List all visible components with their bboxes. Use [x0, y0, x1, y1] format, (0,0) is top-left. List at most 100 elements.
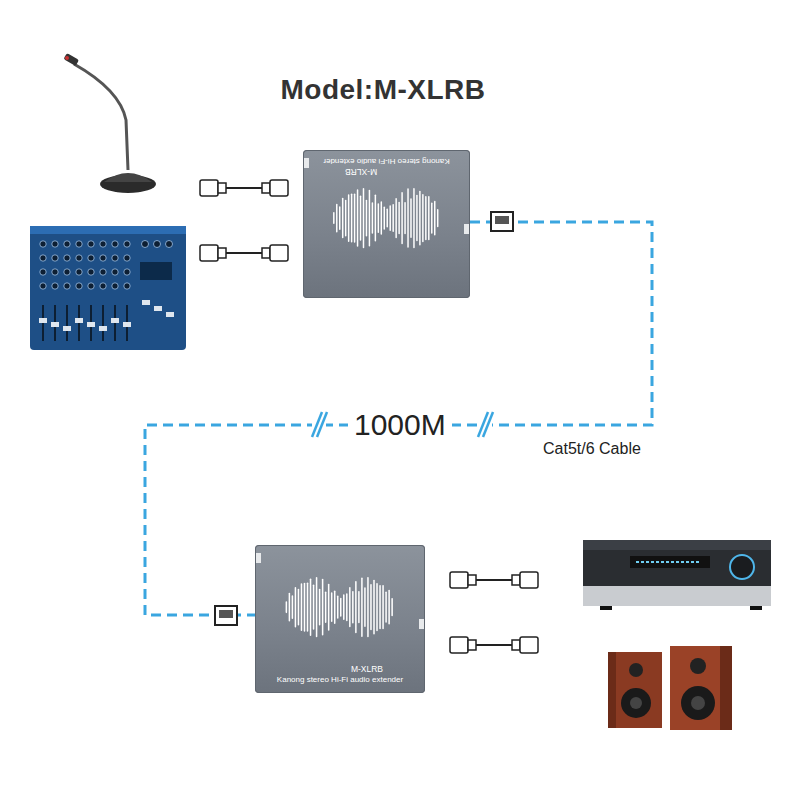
wave-bar — [361, 577, 363, 636]
mixer-knob — [40, 255, 46, 261]
mixer-fader — [87, 322, 95, 327]
mixer-fader — [99, 326, 107, 331]
wave-bar — [343, 594, 345, 620]
box-notch — [304, 158, 309, 168]
wave-bar — [385, 592, 387, 623]
wave-bar — [345, 200, 346, 237]
mixer-knob — [112, 283, 118, 289]
wave-bar — [381, 201, 382, 235]
mixer — [30, 226, 186, 350]
mixer-display — [140, 262, 172, 280]
wave-bar — [334, 590, 336, 624]
mixer-knob — [64, 255, 70, 261]
wave-bar — [339, 206, 340, 230]
wave-bar — [348, 194, 349, 242]
text-block: M-XLRBKanong stereo Hi-Fi audio extender — [303, 156, 470, 177]
model-label: M-XLRB — [255, 664, 425, 675]
extender-box: M-XLRBKanong stereo Hi-Fi audio extender — [255, 545, 425, 693]
mixer-fader — [111, 318, 119, 323]
wave-bar — [372, 202, 373, 233]
wave-bar — [419, 191, 420, 246]
wave-bar — [379, 585, 381, 629]
wave-bar — [360, 195, 361, 240]
wave-bar — [401, 192, 402, 244]
xlr-cables-bottom — [450, 572, 538, 653]
wave-bar — [382, 585, 384, 629]
wave-bar — [351, 194, 352, 243]
cable-length: 1000M — [348, 408, 452, 442]
wave-bar — [413, 188, 414, 248]
mixer-fader — [63, 326, 71, 331]
mixer-knob — [88, 283, 94, 289]
wave-bar — [395, 198, 396, 238]
wave-bar — [333, 212, 334, 224]
wave-bar — [425, 196, 426, 240]
wave-bar — [373, 580, 375, 635]
mixer-knob — [76, 283, 82, 289]
mixer-fader — [154, 306, 162, 311]
wave-bar — [407, 188, 408, 247]
mixer-fader-slot — [66, 305, 68, 341]
mixer-knob — [154, 241, 161, 248]
extender-box: M-XLRBKanong stereo Hi-Fi audio extender — [303, 150, 470, 298]
mixer-knob — [52, 283, 58, 289]
wave-bar — [369, 190, 370, 247]
mixer-knob — [100, 255, 106, 261]
wave-bar — [319, 589, 321, 626]
wave-bar — [363, 188, 364, 248]
mic-head — [63, 53, 79, 66]
wave-bar — [336, 204, 337, 233]
wave-bar — [404, 202, 405, 234]
wave-bar — [378, 203, 379, 233]
box-notch — [256, 553, 261, 563]
wave-bar — [391, 598, 393, 616]
mixer-knob — [64, 269, 70, 275]
wave-bar — [431, 202, 432, 233]
mixer-fader — [75, 318, 83, 323]
mixer-fader — [142, 300, 150, 305]
mixer-knob — [40, 241, 46, 247]
wave-bar — [310, 578, 312, 635]
mixer-body — [30, 226, 186, 350]
wave-bar — [376, 583, 378, 631]
wave-bar — [337, 595, 339, 618]
mixer-knob — [88, 241, 94, 247]
wave-bar — [422, 194, 423, 242]
wave-bar — [292, 595, 294, 619]
text-block: M-XLRBKanong stereo Hi-Fi audio extender — [255, 664, 425, 685]
wave-bar — [352, 591, 354, 623]
wave-bar — [428, 196, 429, 240]
mixer-knob — [64, 241, 70, 247]
wave-bar — [366, 200, 367, 237]
speakers — [608, 646, 732, 730]
box-notch — [419, 619, 424, 629]
mixer-knob — [64, 283, 70, 289]
mixer-knob — [124, 255, 130, 261]
wave-bar — [384, 206, 385, 229]
wave-bar — [354, 193, 355, 242]
mixer-top — [30, 226, 186, 234]
wave-bar — [289, 593, 291, 622]
wave-bar — [367, 577, 369, 637]
mic-tip — [65, 56, 69, 60]
mixer-knob — [112, 241, 118, 247]
wave-bar — [364, 587, 366, 627]
mixer-knob — [124, 241, 130, 247]
wave-bar — [375, 195, 376, 242]
wave-bar — [340, 598, 342, 617]
wave-bar — [342, 198, 343, 238]
mixer-fader-slot — [102, 305, 104, 341]
amplifier — [583, 540, 771, 610]
mixer-knob — [124, 283, 130, 289]
mixer-knob — [142, 241, 149, 248]
mixer-knob — [52, 269, 58, 275]
wave-bar — [313, 585, 315, 630]
mixer-knob — [76, 241, 82, 247]
wave-bar — [398, 202, 399, 234]
mixer-knob — [112, 269, 118, 275]
mixer-fader — [51, 322, 59, 327]
mixer-knob — [112, 255, 118, 261]
wave-bar — [349, 587, 351, 627]
mixer-fader — [39, 318, 47, 323]
wave-bar — [286, 601, 288, 613]
